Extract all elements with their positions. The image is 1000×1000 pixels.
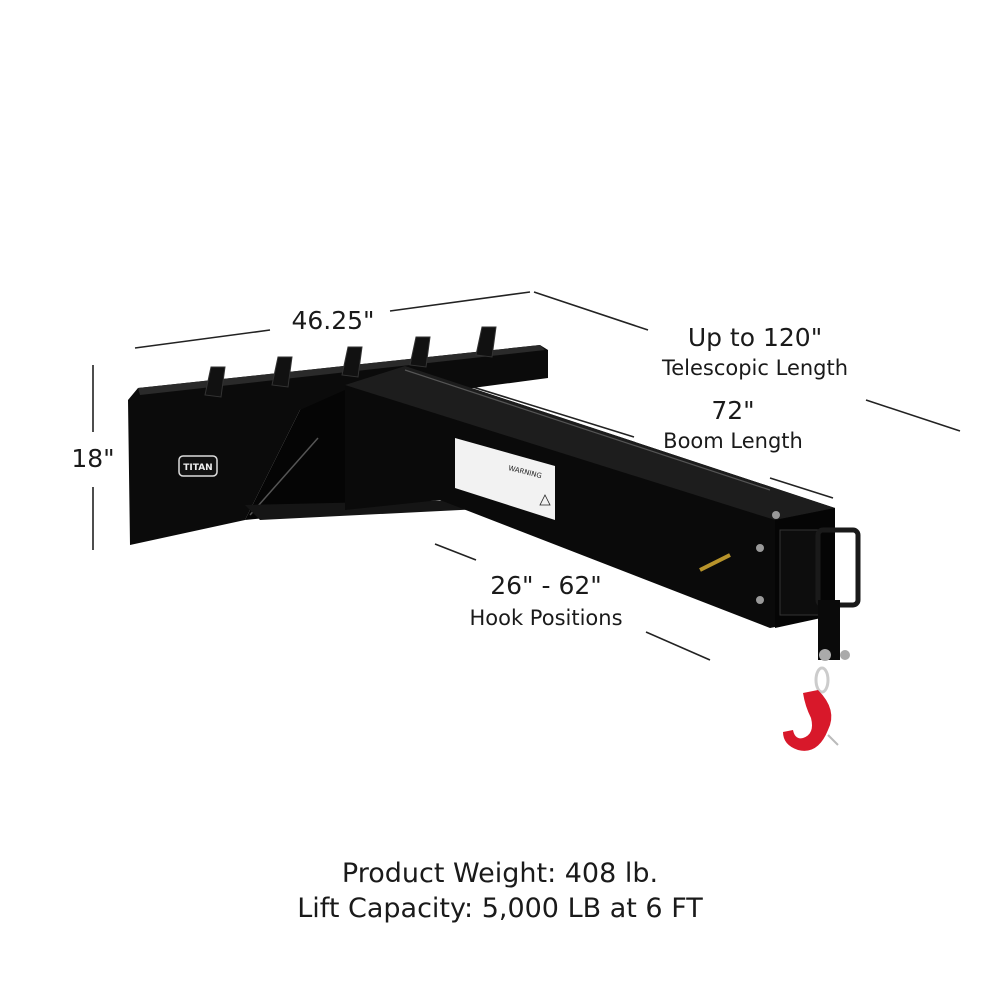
telescopic-length-value: Up to 120" [687,323,823,352]
telescopic-line-left [533,291,649,331]
boom: WARNING [345,366,861,661]
boom-length-value: 72" [711,396,755,425]
width-line-right [389,291,531,312]
product-weight: Product Weight: 408 lb. [341,858,659,889]
telescopic-length-label: Telescopic Length [661,356,849,380]
lift-capacity: Lift Capacity: 5,000 LB at 6 FT [297,893,703,924]
warning-label: WARNING [455,438,555,520]
titan-logo: TITAN [178,455,218,477]
hook-line-right [645,631,711,661]
width-line-left [134,329,271,349]
hook-positions-value: 26" - 62" [490,571,602,600]
boom-line-right [769,477,834,499]
boom-length-label: Boom Length [663,429,803,453]
mount-plate: TITAN [128,326,548,545]
svg-text:TITAN: TITAN [183,463,212,473]
lifting-hook [783,666,839,751]
width-dimension: 46.25" [291,306,375,335]
hook-positions-label: Hook Positions [469,606,623,630]
hook-line-left [434,543,477,561]
telescopic-line-right [865,399,961,432]
height-dimension: 18" [71,444,115,473]
